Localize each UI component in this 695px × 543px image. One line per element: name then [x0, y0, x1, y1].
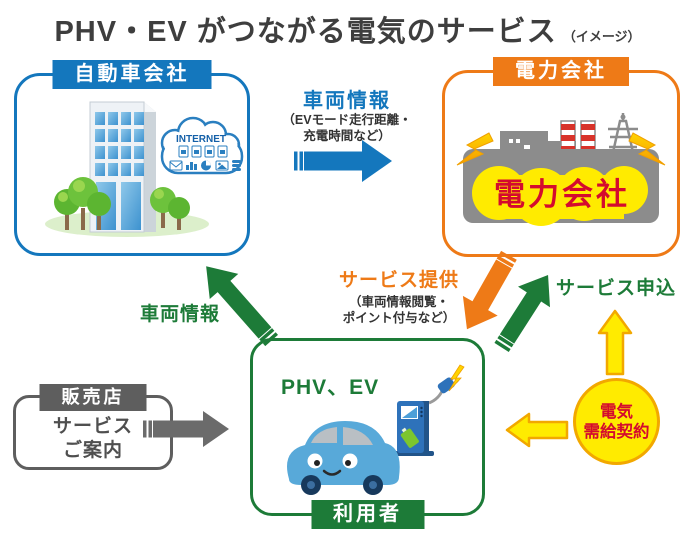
office-building-icon: [89, 101, 156, 233]
power-company-sign: 電力会社: [472, 166, 648, 226]
phv-ev-caption: PHV、EV: [281, 376, 380, 399]
image-icon: [215, 160, 229, 171]
car-icon: [287, 421, 400, 495]
internet-label: INTERNET: [176, 134, 226, 145]
arrow-vehicle-info-to-power: [294, 140, 392, 182]
bar-chart-icon: [186, 162, 197, 170]
flow-note-vehicle-info-1: （EVモード走行距離・: [282, 113, 412, 127]
dealer-label: 販売店: [39, 384, 147, 411]
auto-company-label: 自動車会社: [52, 60, 212, 89]
dealer-text-line1: サービス: [52, 416, 133, 437]
cloud-app-icons: [169, 160, 241, 171]
car-illustration: [287, 364, 465, 495]
flow-note-service-provision-1: （車両情報閲覧・: [348, 295, 449, 309]
flow-label-vehicle-info-blue: 車両情報: [303, 90, 391, 112]
page-title: PHV・EV がつながる電気のサービス （イメージ）: [0, 8, 695, 50]
contract-line2: 需給契約: [583, 422, 650, 441]
arrow-contract-left: [505, 412, 569, 448]
database-icon: [232, 160, 241, 171]
power-sign-text: 電力会社: [494, 177, 630, 212]
electricity-contract-circle: 電気 需給契約: [573, 378, 660, 465]
flow-label-vehicle-info-green: 車両情報: [140, 304, 221, 325]
internet-cloud: INTERNET: [160, 116, 244, 175]
dealer-box: 販売店 サービス ご案内: [13, 384, 173, 470]
dealer-text-line2: ご案内: [62, 440, 123, 461]
auto-company-box: 自動車会社: [14, 60, 250, 256]
arrow-contract-up: [597, 309, 633, 376]
lightning-icon-right: [628, 132, 666, 166]
power-company-label: 電力会社: [493, 57, 629, 86]
office-building-illustration: INTERNET: [45, 101, 244, 237]
lightning-icon-left: [456, 132, 494, 166]
power-company-box: 電力会社: [442, 57, 680, 257]
pie-chart-icon: [201, 160, 211, 171]
title-text: PHV・EV がつながる電気のサービス: [54, 16, 557, 48]
flow-label-service-provision: サービス提供: [338, 270, 459, 291]
user-box: 利用者: [250, 338, 485, 529]
mail-icon: [169, 160, 183, 171]
lightning-icon: [448, 364, 465, 392]
user-label: 利用者: [311, 500, 424, 529]
title-annotation: （イメージ）: [562, 29, 641, 44]
flow-note-service-provision-2: ポイント付与など）: [342, 311, 456, 325]
flow-note-vehicle-info-2: 充電時間など）: [303, 129, 391, 143]
trees: [54, 177, 190, 230]
tree-icon: [54, 177, 190, 219]
charging-station-icon: [394, 364, 465, 456]
contract-line1: 電気: [600, 402, 633, 421]
flow-label-service-application: サービス申込: [556, 278, 677, 299]
power-plant-illustration: 電力会社: [456, 113, 666, 226]
